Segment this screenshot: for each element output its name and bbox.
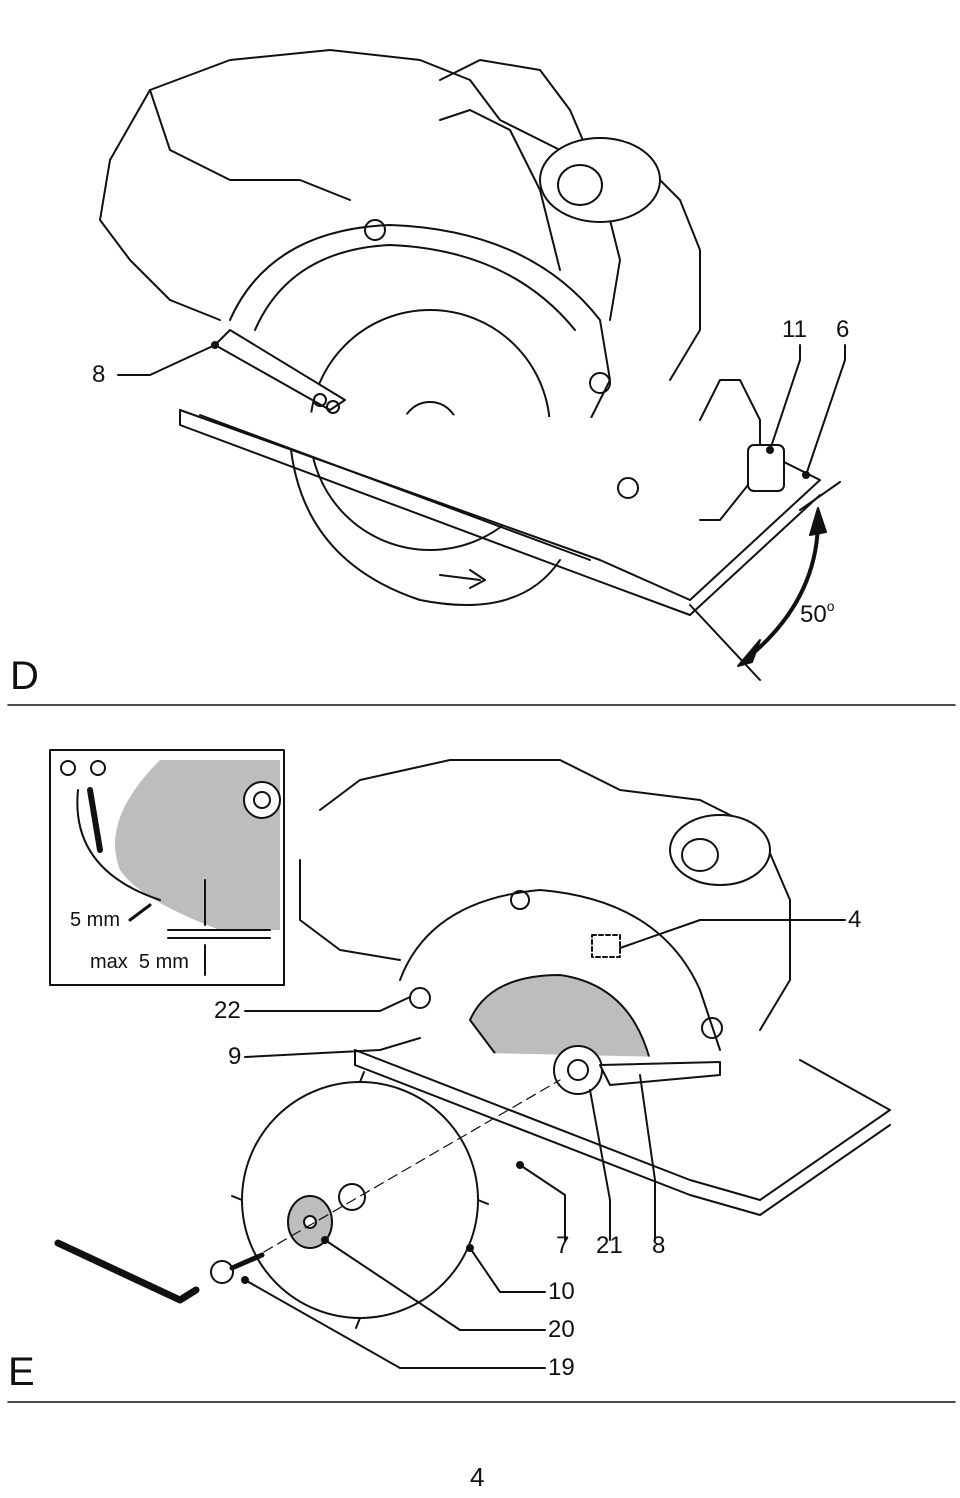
callout-e-19: 19 — [548, 1354, 575, 1381]
figure-e-inset — [49, 749, 285, 986]
bevel-angle-value: 50 — [800, 601, 827, 628]
callout-e-22: 22 — [214, 997, 241, 1024]
callout-e-7: 7 — [556, 1232, 570, 1259]
bevel-angle-label: 50o — [800, 596, 835, 627]
callout-e-8: 8 — [652, 1232, 666, 1259]
callout-e-21: 21 — [596, 1232, 623, 1259]
figure-d-letter: D — [10, 654, 39, 698]
callout-e-9: 9 — [228, 1043, 242, 1070]
bevel-angle-degree-symbol: o — [826, 598, 835, 614]
figure-e-letter: E — [8, 1350, 35, 1394]
callout-e-10: 10 — [548, 1278, 575, 1305]
callout-d-depth-lever: 11 — [782, 316, 807, 343]
callout-d-parallel-guide: 8 — [92, 361, 106, 388]
inset-depth-label: 5 mm — [70, 909, 120, 931]
callout-d-bevel-knob: 6 — [836, 316, 850, 343]
callout-e-20: 20 — [548, 1316, 575, 1343]
figure-d-saw-drawing — [99, 49, 846, 681]
callout-e-4: 4 — [848, 906, 862, 933]
figure-e-saw-drawing — [54, 759, 891, 1369]
inset-max-depth-label: max 5 mm — [90, 951, 189, 973]
page-number: 4 — [470, 1462, 485, 1492]
